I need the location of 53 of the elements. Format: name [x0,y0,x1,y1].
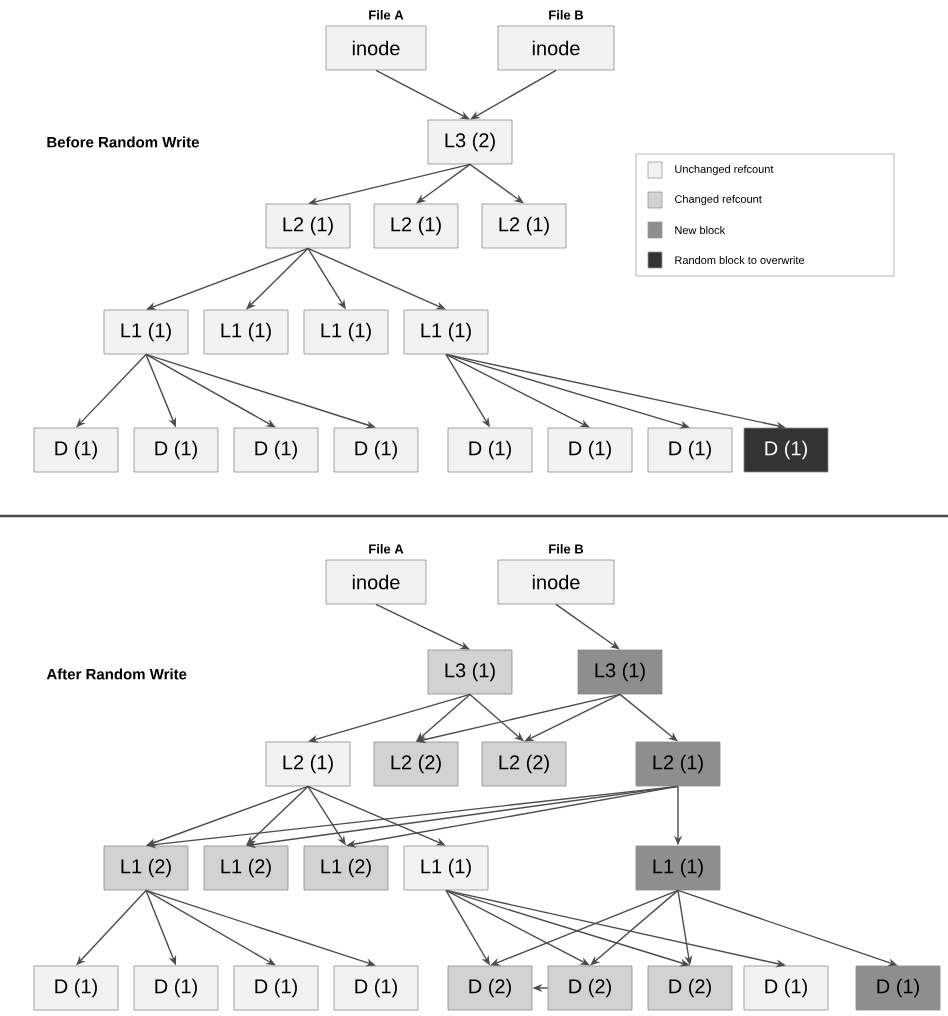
arrow [445,889,590,966]
arrow [416,693,471,742]
arrow [469,163,524,204]
block-box: L1 (1) [403,845,489,891]
block-box: D (1) [133,427,219,473]
block-box: L2 (2) [481,741,567,787]
block-box: L3 (1) [577,649,663,695]
block-box: L1 (2) [203,845,289,891]
arrow [416,163,471,204]
block-box: L3 (2) [427,119,513,165]
block-box: inode [325,559,427,605]
block-box: L2 (1) [481,203,567,249]
block-box: L2 (1) [373,203,459,249]
block-box: D (1) [33,965,119,1011]
block-box: inode [325,25,427,71]
block-box: L1 (2) [103,845,189,891]
block-box: L1 (2) [303,845,389,891]
block-box: inode [497,25,615,71]
block-box: L1 (1) [403,309,489,355]
arrow [469,693,524,742]
arrow [145,889,276,966]
block-box: D (1) [233,965,319,1011]
block-box: D (1) [547,427,633,473]
block-box: L1 (1) [303,309,389,355]
block-box: D (1) [647,427,733,473]
block-box: L1 (1) [635,845,721,891]
block-box: L2 (2) [373,741,459,787]
block-box: L1 (1) [203,309,289,355]
block-box: D (2) [547,965,633,1011]
block-box: D (1) [743,965,829,1011]
arrow [145,353,276,428]
block-box: L2 (1) [265,203,351,249]
block-box: D (1) [233,427,319,473]
block-box: D (1) [333,965,419,1011]
block-box: D (1) [333,427,419,473]
block-box: D (2) [447,965,533,1011]
block-box: L3 (1) [427,649,513,695]
arrow [590,889,679,966]
block-box: D (1) [447,427,533,473]
block-box: D (1) [743,427,829,473]
arrow [555,603,620,650]
arrow [375,69,470,120]
block-box: L2 (1) [635,741,721,787]
arrow [445,353,590,428]
block-box: inode [497,559,615,605]
block-box: D (2) [647,965,733,1011]
block-box: L1 (1) [103,309,189,355]
block-box: D (1) [133,965,219,1011]
arrow [470,69,557,120]
block-box: D (1) [855,965,941,1011]
arrow [619,693,678,742]
block-box: L2 (1) [265,741,351,787]
block-box: D (1) [33,427,119,473]
